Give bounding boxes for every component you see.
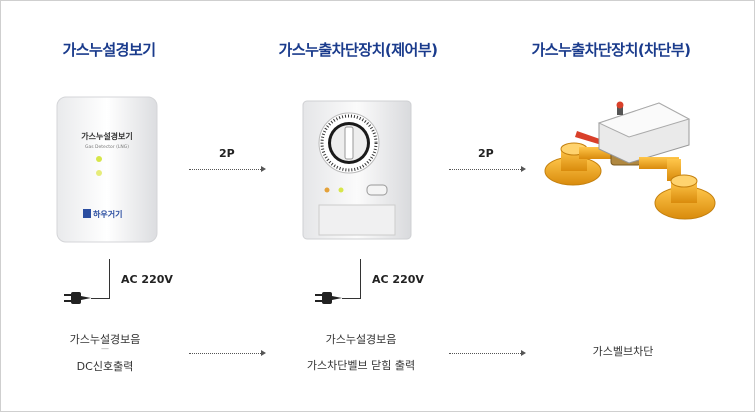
shutoff-control-device — [302, 100, 412, 240]
arrow-head — [261, 166, 266, 172]
power-cord — [360, 259, 361, 299]
valve-output: 가스벨브차단 — [592, 345, 654, 358]
power-cord — [342, 298, 361, 299]
alarm-output-line1: 가스누설경보음 — [69, 333, 141, 346]
power-plug-icon — [64, 292, 91, 304]
power-plug-icon — [315, 292, 342, 304]
arrow-head — [261, 350, 266, 356]
arrow-line — [449, 169, 521, 170]
alarm-panel-sublabel: Gas Detector (LNG) — [85, 144, 129, 150]
control-output-line1: 가스누설경보음 — [325, 333, 397, 346]
arrow-head — [521, 166, 526, 172]
arrow-line — [189, 169, 261, 170]
arrow-line — [189, 353, 261, 354]
power-cord — [91, 298, 110, 299]
divider-mark: — — [101, 344, 109, 353]
alarm-brand: 하우거기 — [93, 209, 122, 219]
control-output-line2: 가스차단벨브 닫힘 출력 — [306, 359, 416, 372]
connector-label: 2P — [219, 147, 235, 160]
alarm-output-line2: DC신호출력 — [76, 360, 134, 373]
power-label: AC 220V — [121, 273, 173, 286]
arrow-head — [521, 350, 526, 356]
alarm-panel-label: 가스누설경보기 — [81, 131, 133, 141]
power-cord — [109, 259, 110, 299]
arrow-line — [449, 353, 521, 354]
title-shutoff-valve: 가스누출차단장치(차단부) — [531, 41, 691, 59]
gas-leak-alarm-device: 가스누설경보기 Gas Detector (LNG) 하우거기 — [56, 96, 158, 243]
connector-label: 2P — [478, 147, 494, 160]
title-gas-leak-alarm: 가스누설경보기 — [62, 41, 156, 59]
power-label: AC 220V — [372, 273, 424, 286]
title-shutoff-control: 가스누출차단장치(제어부) — [278, 41, 438, 59]
shutoff-valve-device — [544, 101, 716, 220]
